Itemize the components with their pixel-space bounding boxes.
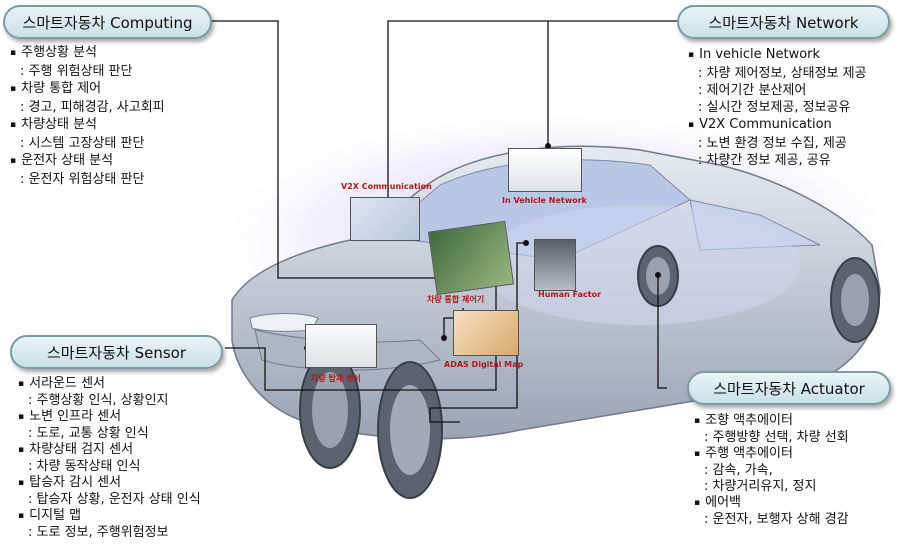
vehicle-sensor-image bbox=[305, 324, 377, 368]
label-integrated-control: 차량 통합 제어기 bbox=[427, 295, 485, 304]
computing-item: 주행상황 분석주행 위험상태 판단 bbox=[10, 44, 165, 80]
title-network: 스마트자동차 Network bbox=[677, 5, 890, 39]
adas-map-image bbox=[453, 310, 519, 356]
label-adas-map: ADAS Digital Map bbox=[444, 360, 524, 369]
title-sensor: 스마트자동차 Sensor bbox=[10, 335, 223, 369]
v2x-image bbox=[350, 197, 420, 241]
label-v2x: V2X Communication bbox=[341, 182, 432, 191]
computing-item: 차량상태 분석시스템 고장상태 판단 bbox=[10, 116, 165, 152]
network-list: In vehicle Network 차량 제어정보, 상태정보 제공 제어기간… bbox=[688, 46, 866, 169]
computing-item: 운전자 상태 분석운전자 위험상태 판단 bbox=[10, 152, 165, 188]
label-human-factor: Human Factor bbox=[538, 290, 602, 299]
title-actuator: 스마트자동차 Actuator bbox=[687, 371, 891, 405]
title-computing: 스마트자동차 Computing bbox=[3, 5, 212, 39]
in-vehicle-network-image bbox=[508, 148, 582, 192]
computing-list: 주행상황 분석주행 위험상태 판단 차량 통합 제어경고, 피해경감, 사고회피… bbox=[10, 44, 165, 188]
human-factor-image bbox=[534, 239, 576, 291]
sensor-list: 서라운드 센서주행상황 인식, 상황인지 노변 인프라 센서도로, 교통 상황 … bbox=[18, 376, 201, 541]
integrated-controller-image bbox=[427, 220, 515, 296]
actuator-list: 조향 액추에이터 주행방향 선택, 차량 선회 주행 액추에이터 감속, 가속,… bbox=[694, 413, 849, 528]
computing-item: 차량 통합 제어경고, 피해경감, 사고회피 bbox=[10, 80, 165, 116]
label-in-vehicle: In Vehicle Network bbox=[502, 196, 587, 205]
label-vehicle-sensor: 차량 탑재 센서 bbox=[311, 374, 361, 383]
